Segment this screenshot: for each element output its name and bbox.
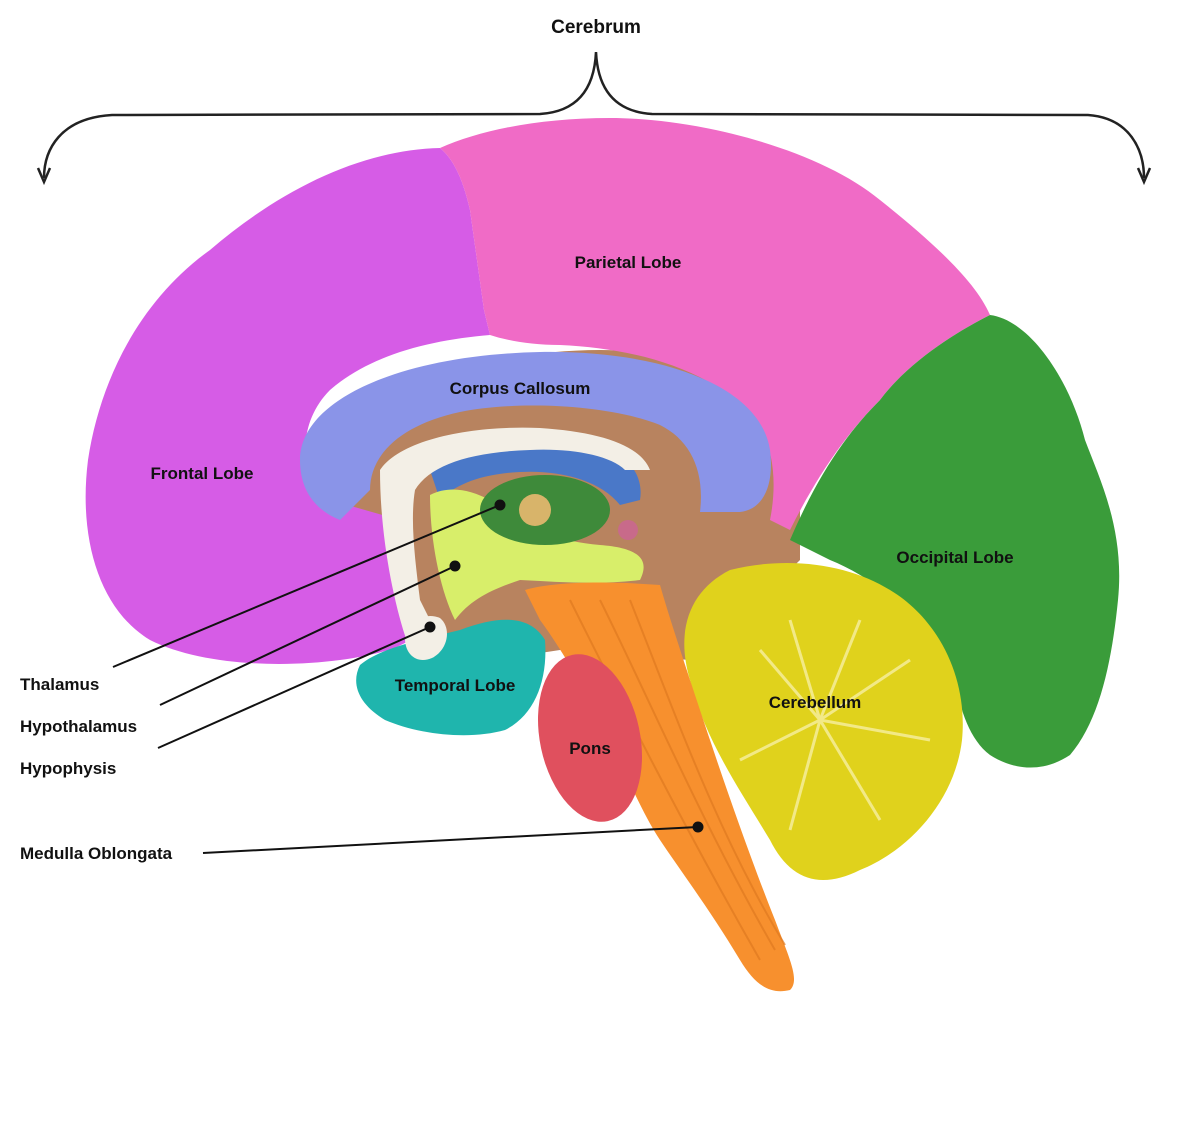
pineal-body	[618, 520, 638, 540]
corpus-callosum-shape	[300, 351, 771, 520]
hypothalamus-shape	[430, 489, 644, 620]
callout-thalamus: Thalamus	[20, 675, 99, 694]
medulla-dot	[692, 821, 704, 833]
label-temporal-lobe: Temporal Lobe	[395, 676, 516, 695]
pons-shape	[537, 654, 643, 822]
callout-hypothalamus: Hypothalamus	[20, 717, 137, 736]
cerebellum-arbor	[739, 619, 931, 831]
cerebrum-bracket	[36, 51, 1152, 186]
hypothalamus-leader	[159, 565, 456, 706]
medulla-leader	[202, 826, 699, 854]
occipital-lobe	[790, 315, 1120, 768]
label-cerebellum: Cerebellum	[769, 693, 862, 712]
cerebrum-title: Cerebrum	[551, 17, 641, 38]
callout-lines	[112, 499, 704, 854]
parietal-lobe	[440, 118, 990, 530]
label-frontal-lobe: Frontal Lobe	[151, 464, 254, 483]
label-corpus-callosum: Corpus Callosum	[450, 379, 591, 398]
hypophysis-dot	[424, 621, 436, 633]
thalamus-leader	[112, 504, 501, 668]
callout-hypophysis: Hypophysis	[20, 759, 116, 778]
label-occipital-lobe: Occipital Lobe	[896, 548, 1013, 567]
label-pons: Pons	[569, 739, 611, 758]
callout-medulla-oblongata: Medulla Oblongata	[20, 844, 173, 863]
thalamus-nucleus	[519, 494, 551, 526]
label-parietal-lobe: Parietal Lobe	[575, 253, 682, 272]
temporal-lobe	[356, 619, 546, 736]
hypothalamus-dot	[449, 560, 461, 572]
thalamus-dot	[494, 499, 506, 511]
hypophysis-leader	[157, 626, 431, 749]
medulla-fibers	[569, 599, 786, 961]
fornix	[380, 427, 650, 650]
hypophysis-shape	[405, 616, 447, 660]
